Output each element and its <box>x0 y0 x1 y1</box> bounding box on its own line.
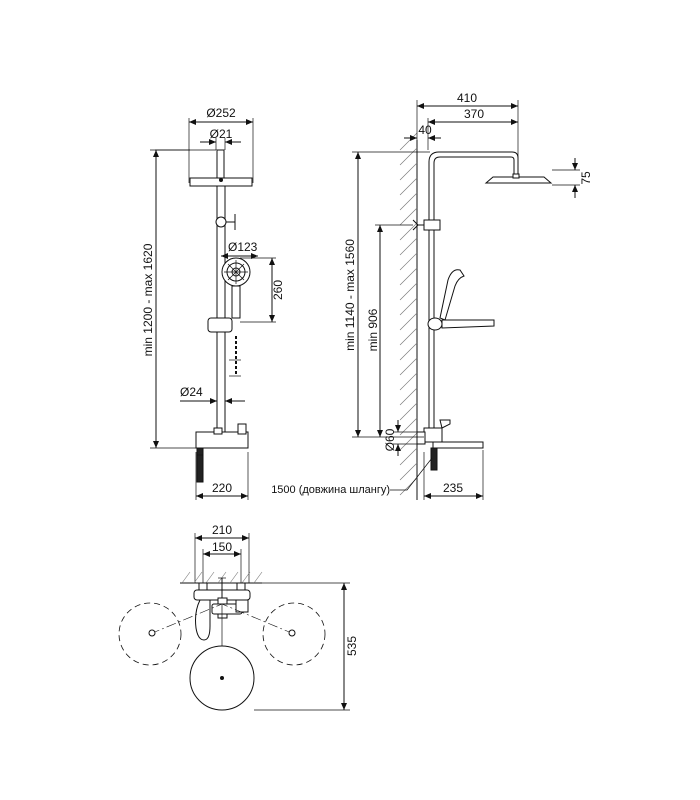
side-height-range-label: min 1140 - max 1560 <box>343 239 357 351</box>
shower-arm <box>216 149 225 179</box>
total-projection-label: 410 <box>457 91 477 105</box>
dimension-head-diameter: Ø252 <box>188 106 254 183</box>
dimension-spout-length: 235 <box>423 450 484 500</box>
mount-width-label: 210 <box>212 523 232 537</box>
dimension-side-height: min 1140 - max 1560 <box>343 151 430 438</box>
head-diameter-label: Ø252 <box>206 106 236 120</box>
front-height-range-label: min 1200 - max 1620 <box>141 243 155 356</box>
hand-shower-height-label: 260 <box>271 280 285 300</box>
shower-pipe-side <box>412 151 553 471</box>
swing-positions <box>118 602 326 666</box>
side-view: 410 370 40 <box>271 91 593 500</box>
hand-shower-front <box>221 257 251 319</box>
outlet-diameter-label: Ø60 <box>383 428 397 451</box>
mixer-width-label: 220 <box>212 481 232 495</box>
dimension-holder-height: min 906 <box>366 224 413 437</box>
mixer-top <box>193 577 251 641</box>
depth-label: 535 <box>345 636 359 656</box>
shower-head-side <box>484 176 553 184</box>
dimension-wall-offset: 40 <box>404 123 441 141</box>
arm-length-label: 370 <box>464 107 484 121</box>
spout-length-label: 235 <box>443 481 463 495</box>
holder-height-label: min 906 <box>366 308 380 351</box>
dimension-front-height: min 1200 - max 1620 <box>141 149 197 449</box>
dimension-arm-length: 370 <box>427 107 518 150</box>
mixer-front <box>195 423 249 483</box>
head-thickness-label: 75 <box>579 171 593 185</box>
dimension-connection-spacing: 150 <box>202 540 242 583</box>
dimension-mixer-width: 220 <box>195 452 249 500</box>
dimension-arm-diameter: Ø21 <box>200 127 241 150</box>
top-view: 210 150 <box>118 523 359 711</box>
wall-hatch <box>399 132 418 500</box>
arm-diameter-label: Ø21 <box>210 127 233 141</box>
dimension-mount-width: 210 <box>194 523 250 583</box>
rail-diameter-label: Ø24 <box>180 385 203 399</box>
front-view: Ø252 Ø21 Ø123 <box>141 106 285 500</box>
wall-offset-label: 40 <box>418 123 432 137</box>
hose-length-label: 1500 (довжина шлангу) <box>271 484 390 496</box>
dimension-rail-diameter: Ø24 <box>180 385 245 404</box>
dimension-hand-shower-height: 260 <box>240 257 285 323</box>
hand-shower-diameter-label: Ø123 <box>228 240 258 254</box>
dimension-depth: 535 <box>254 582 359 711</box>
hose-length-callout: 1500 (довжина шлангу) <box>271 457 433 496</box>
slide-holder-front <box>207 317 233 333</box>
dimension-head-thickness: 75 <box>552 158 593 198</box>
connection-spacing-label: 150 <box>212 540 232 554</box>
dimension-outlet-diameter: Ø60 <box>383 420 417 456</box>
dimension-hand-shower-diameter: Ø123 <box>221 240 258 259</box>
wall-top-hatch <box>180 571 263 584</box>
